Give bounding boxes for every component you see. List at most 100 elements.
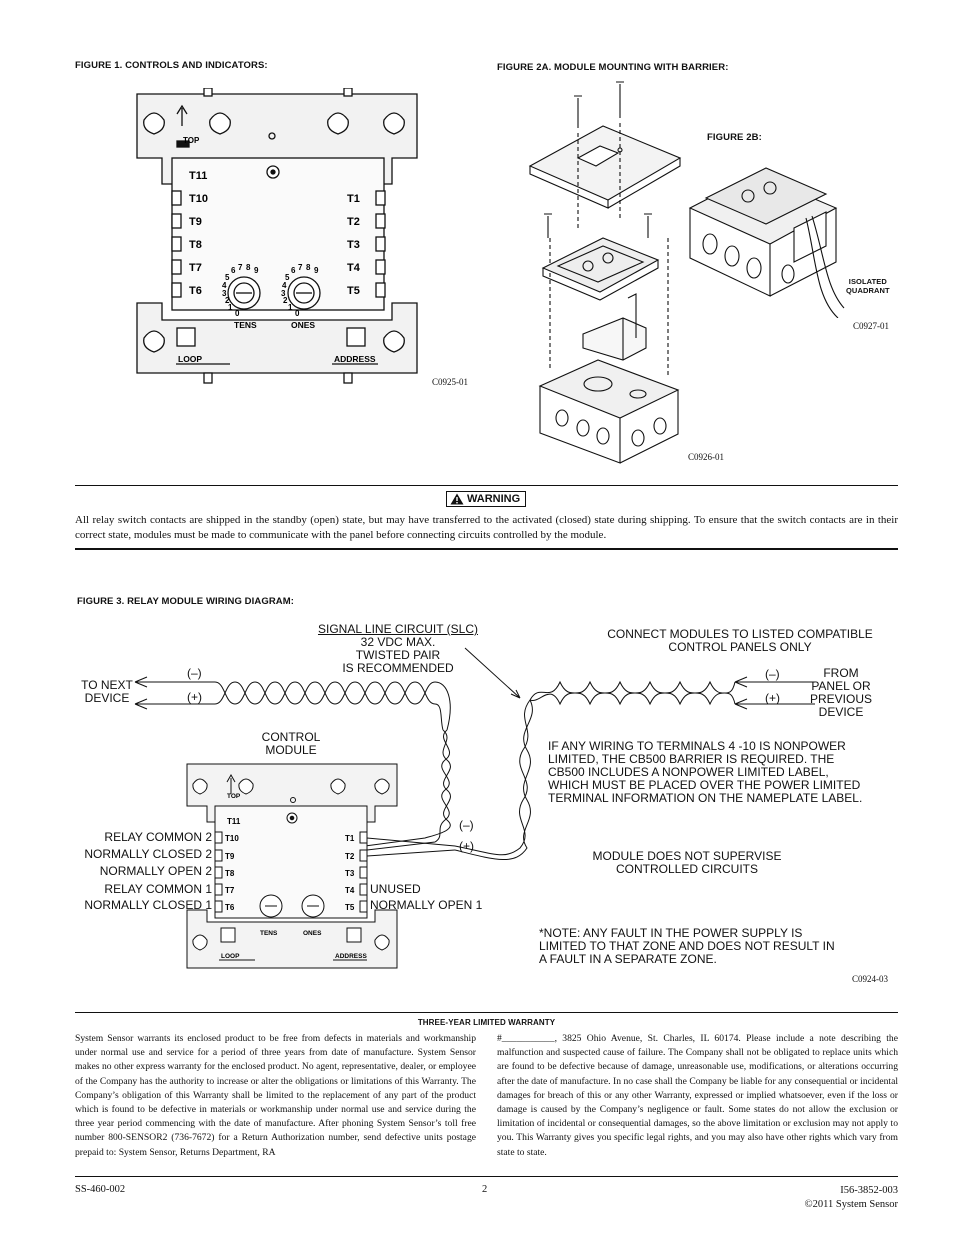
figure1-module-drawing: TOP LOOP ADDRESS TENS ONES T11 T10 T9 T8…: [136, 88, 418, 384]
warranty-bottom-rule: [75, 1176, 898, 1177]
fig1-terminal-t10: T10: [189, 193, 208, 205]
dial-digit: 7: [238, 263, 243, 272]
dial-digit: 3: [281, 289, 286, 298]
figure2b-isolated-quadrant-drawing: [688, 167, 845, 318]
fig3-terminal-t5: T5: [345, 903, 355, 912]
footer-right: I56-3852-003 ©2011 System Sensor: [740, 1184, 898, 1212]
fig3-terminal-t7: T7: [225, 886, 235, 895]
from-line: PANEL OR: [811, 679, 871, 693]
figure2a-title: FIGURE 2A. MODULE MOUNTING WITH BARRIER:: [497, 62, 729, 73]
barrier-note-line: CB500 INCLUDES A NONPOWER LIMITED LABEL,: [548, 765, 829, 779]
fig2a-code: C0926-01: [688, 452, 724, 462]
warning-text: All relay switch contacts are shipped in…: [75, 514, 898, 541]
fig3-address-label: ADDRESS: [335, 953, 367, 960]
dial-digit: 4: [282, 281, 287, 290]
warranty-title: THREE-YEAR LIMITED WARRANTY: [417, 1018, 556, 1027]
dial-digit: 8: [306, 263, 311, 272]
connect-line: CONTROL PANELS ONLY: [668, 640, 812, 654]
unused-label: UNUSED: [370, 882, 421, 896]
fig3-terminal-t3: T3: [345, 869, 355, 878]
relay-common-2-label: RELAY COMMON 2: [104, 830, 212, 844]
from-line: DEVICE: [818, 705, 864, 719]
dial-digit: 1: [288, 303, 293, 312]
relay-common-1-label: RELAY COMMON 1: [104, 882, 212, 896]
fig1-terminal-t8: T8: [189, 239, 202, 251]
connect-note: CONNECT MODULES TO LISTED COMPATIBLE CON…: [590, 628, 890, 654]
fig1-terminal-t2: T2: [347, 216, 360, 228]
dial-digit: 8: [246, 263, 251, 272]
fig1-terminal-t1: T1: [347, 193, 360, 205]
dial-digit: 5: [285, 273, 290, 282]
fig1-ones-label: ONES: [291, 320, 315, 330]
figure2a-exploded-drawing: [528, 81, 682, 464]
from-line: FROM: [823, 666, 859, 680]
fig1-terminal-t4: T4: [347, 262, 361, 274]
footer-part-number: I56-3852-003: [840, 1185, 898, 1196]
control-module-line: CONTROL: [261, 730, 321, 744]
footer-doc-number: SS-460-002: [75, 1184, 126, 1195]
slc-line: IS RECOMMENDED: [342, 661, 454, 675]
fig1-terminal-t7: T7: [189, 262, 202, 274]
normally-open-1-label: NORMALLY OPEN 1: [370, 898, 483, 912]
figure2b-title: FIGURE 2B:: [707, 132, 762, 143]
warning-bottom-rule: [75, 548, 898, 550]
normally-open-2-label: NORMALLY OPEN 2: [99, 864, 212, 878]
slc-label: SIGNAL LINE CIRCUIT (SLC) 32 VDC MAX. TW…: [314, 623, 482, 675]
fig1-terminal-t11: T11: [189, 170, 207, 182]
dial-digit: 6: [291, 266, 296, 275]
note-line: LIMITED TO THAT ZONE AND DOES NOT RESULT…: [539, 939, 835, 953]
from-line: PREVIOUS: [809, 692, 872, 706]
plus-label: (+): [765, 691, 780, 705]
figure3-wiring-drawing: TOP T11 T10 T9 T8 T7 T6 T1 T2 T3 T4 T5 T…: [134, 647, 815, 969]
fig3-terminal-t4: T4: [345, 886, 355, 895]
figure1-title: FIGURE 1. CONTROLS AND INDICATORS:: [75, 60, 268, 71]
warranty-column-1: System Sensor warrants its enclosed prod…: [75, 1033, 476, 1158]
fig1-terminal-t9: T9: [189, 216, 202, 228]
dial-digit: 5: [225, 273, 230, 282]
footer-copyright: ©2011 System Sensor: [804, 1199, 898, 1210]
fig3-terminal-t2: T2: [345, 852, 355, 861]
normally-closed-1-label: NORMALLY CLOSED 1: [84, 898, 212, 912]
to-next-line: TO NEXT: [81, 678, 133, 692]
dial-digit: 0: [295, 309, 300, 318]
control-module-label: CONTROL MODULE: [258, 731, 324, 757]
isolated-quadrant-label: ISOLATED QUADRANT: [846, 277, 890, 295]
fig3-top-label: TOP: [227, 793, 241, 800]
fig3-terminal-t10: T10: [225, 834, 239, 843]
fig1-loop-label: LOOP: [178, 354, 202, 364]
to-next-line: DEVICE: [84, 691, 130, 705]
slc-line: 32 VDC MAX.: [360, 635, 436, 649]
dial-digit: 4: [222, 281, 227, 290]
dial-digit: 9: [254, 266, 259, 275]
warranty-top-rule: [75, 1012, 898, 1013]
warranty-column-2: #___________, 3825 Ohio Avenue, St. Char…: [497, 1033, 898, 1158]
fig3-ones-label: ONES: [303, 930, 322, 937]
power-supply-note: *NOTE: ANY FAULT IN THE POWER SUPPLY IS …: [539, 927, 879, 966]
fig3-terminal-t1: T1: [345, 834, 355, 843]
barrier-note-line: IF ANY WIRING TO TERMINALS 4 -10 IS NONP…: [548, 739, 846, 753]
slc-line: SIGNAL LINE CIRCUIT (SLC): [317, 622, 479, 636]
note-line: *NOTE: ANY FAULT IN THE POWER SUPPLY IS: [539, 926, 803, 940]
supervise-line: CONTROLLED CIRCUITS: [615, 862, 758, 876]
quadrant-line: QUADRANT: [846, 286, 890, 295]
barrier-note-line: TERMINAL INFORMATION ON THE NAMEPLATE LA…: [548, 791, 863, 805]
dial-digit: 7: [298, 263, 303, 272]
connect-line: CONNECT MODULES TO LISTED COMPATIBLE: [607, 627, 873, 641]
supervise-note: MODULE DOES NOT SUPERVISE CONTROLLED CIR…: [578, 850, 796, 876]
warning-badge: WARNING: [446, 491, 527, 507]
dial-digit: 6: [231, 266, 236, 275]
fig3-terminal-t6: T6: [225, 903, 235, 912]
plus-label: (+): [459, 839, 474, 853]
warning-badge-label: WARNING: [467, 493, 521, 505]
fig2b-code: C0927-01: [853, 321, 889, 331]
fig3-code: C0924-03: [852, 974, 888, 984]
dial-digit: 2: [283, 296, 288, 305]
dial-digit: 9: [314, 266, 319, 275]
fig1-address-label: ADDRESS: [334, 354, 376, 364]
fig3-loop-label: LOOP: [221, 953, 240, 960]
fig3-tens-label: TENS: [260, 930, 278, 937]
note-line: A FAULT IN A SEPARATE ZONE.: [539, 952, 717, 966]
warning-top-rule: [75, 485, 898, 486]
normally-closed-2-label: NORMALLY CLOSED 2: [84, 847, 212, 861]
to-next-device-label: TO NEXT DEVICE: [78, 679, 136, 705]
